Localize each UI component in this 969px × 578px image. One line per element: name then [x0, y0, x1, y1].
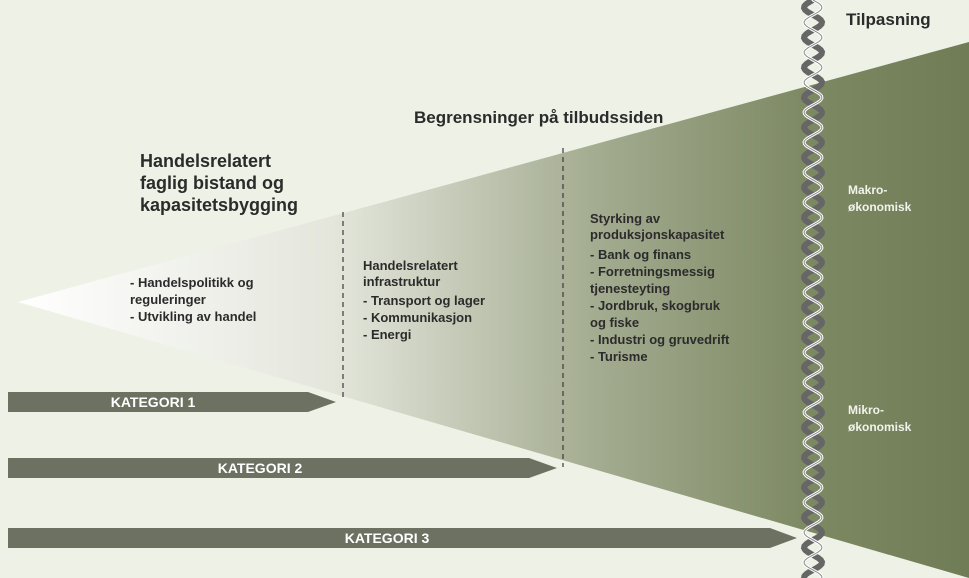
category-3-label: KATEGORI 3 — [345, 530, 430, 546]
section-3-heading: Styrking av produksjonskapasitet — [590, 211, 725, 242]
macro-economic-label: Makro- økonomisk — [848, 183, 912, 214]
micro-economic-label: Mikro- økonomisk — [848, 403, 912, 434]
adaptation-heading: Tilpasning — [846, 10, 931, 29]
scope-wedge — [18, 42, 969, 578]
helix-strand-back — [800, 0, 826, 578]
section-1-items: - Handelspolitikk og reguleringer - Utvi… — [130, 275, 257, 324]
category-1-label: KATEGORI 1 — [111, 394, 196, 410]
helix-strand-edge — [803, 0, 823, 578]
section-2-heading: Handelsrelatert infrastruktur — [363, 258, 458, 289]
category-2-bar — [8, 458, 557, 478]
category-1-bar — [8, 392, 336, 412]
section-2-items: - Transport og lager - Kommunikasjon - E… — [363, 293, 486, 342]
section-3-items: - Bank og finans - Forretningsmessig tje… — [590, 247, 730, 364]
helix-separator — [800, 0, 826, 578]
technical-assistance-title: Handelsrelatert faglig bistand og kapasi… — [140, 151, 299, 215]
category-3-bar — [8, 528, 797, 548]
category-2-label: KATEGORI 2 — [218, 460, 303, 476]
supply-side-title: Begrensninger på tilbudssiden — [414, 108, 664, 127]
